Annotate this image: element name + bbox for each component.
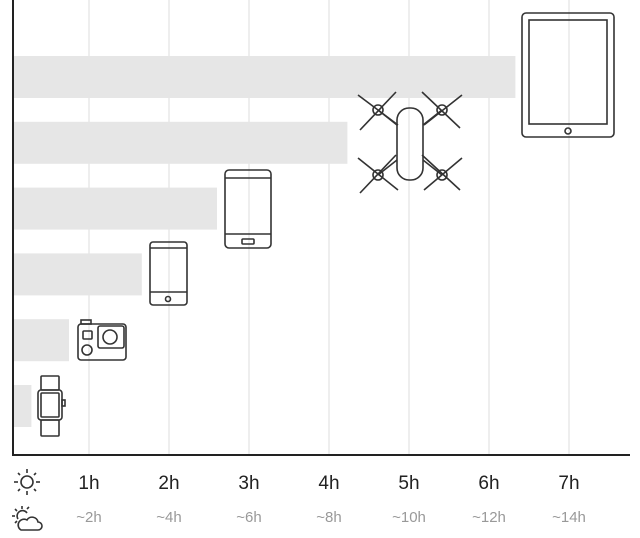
tick-label-cloudy: ~12h [472,509,506,526]
bar-action-camera [13,319,69,362]
smartphone-icon [149,241,188,306]
tick-label-sunny: 6h [478,473,499,494]
tablet-icon [521,12,615,138]
action-camera-icon [77,319,127,361]
tick-label-cloudy: ~10h [392,509,426,526]
tick-label-sunny: 5h [398,473,419,494]
sun-cloud-icon [12,506,43,531]
tick-label-sunny: 4h [318,473,339,494]
tick-label-sunny: 3h [238,473,259,494]
drone-icon [357,91,463,194]
tick-label-sunny: 7h [558,473,579,494]
bar-smartwatch [13,385,32,427]
large-smartphone-icon [224,169,272,249]
tick-label-cloudy: ~8h [316,509,341,526]
tick-label-sunny: 1h [78,473,99,494]
bar-tablet [13,56,516,98]
tick-label-cloudy: ~6h [236,509,261,526]
tick-label-cloudy: ~2h [76,509,101,526]
sun-icon [14,469,40,495]
tick-labels: 1h ~2h 2h ~4h 3h ~6h 4h ~8h 5h ~10h 6h ~12h 7h ~14h [76,473,586,526]
smartwatch-icon [37,375,66,437]
bar-large-smartphone [13,187,217,230]
bar-drone [13,121,348,164]
tick-label-cloudy: ~4h [156,509,181,526]
tick-label-sunny: 2h [158,473,179,494]
bars [13,56,516,427]
bar-smartphone [13,253,142,296]
tick-label-cloudy: ~14h [552,509,586,526]
